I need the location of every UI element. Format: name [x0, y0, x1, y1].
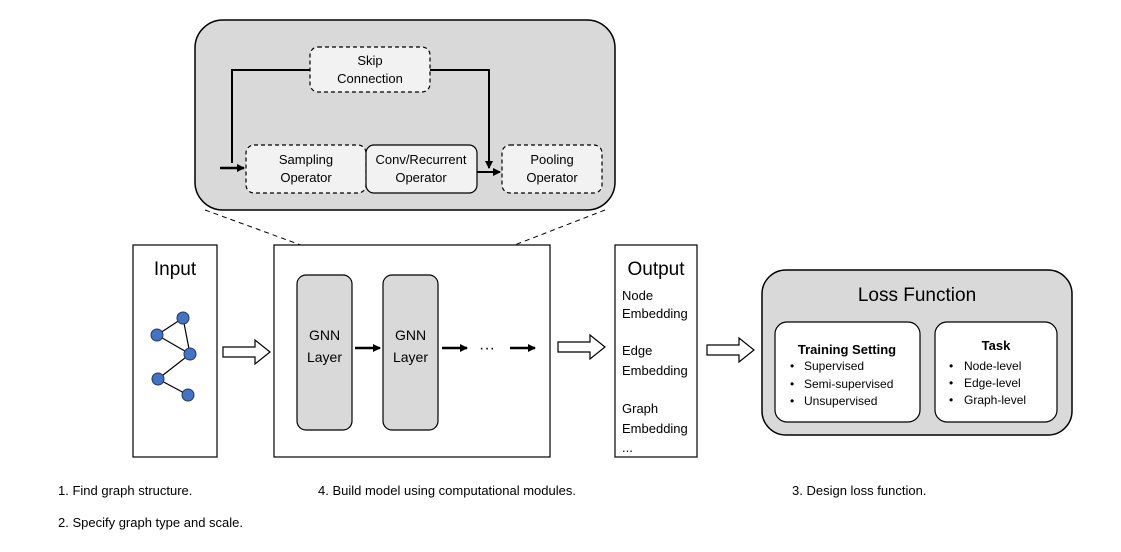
- training-setting-title: Training Setting: [798, 342, 896, 357]
- graph-node: [181, 388, 195, 402]
- hollow-arrow-model-output: [557, 333, 606, 361]
- caption-step-4: 4. Build model using computational modul…: [318, 483, 576, 498]
- loss-function-title: Loss Function: [858, 285, 976, 306]
- zoom-guide-right: [436, 209, 606, 276]
- gnn-layer-1-label: GNN: [309, 327, 340, 343]
- graph-node: [151, 372, 165, 386]
- input-graph: [150, 311, 197, 402]
- caption-step-2: 2. Specify graph type and scale.: [58, 515, 244, 530]
- gnn-layer-2: [382, 274, 439, 431]
- output-box: [614, 244, 698, 458]
- skip-connection-box: [309, 46, 431, 93]
- sampling-operator-box: [245, 144, 367, 194]
- training-item-semi: Semi-supervised: [804, 377, 893, 391]
- layer-ellipsis: ···: [479, 340, 495, 357]
- input-title: Input: [154, 259, 197, 280]
- task-item-edge: Edge-level: [964, 376, 1021, 390]
- sampling-operator-label-2: Operator: [280, 170, 332, 185]
- gnn-layer-2-label: GNN: [395, 327, 426, 343]
- graph-node: [176, 311, 190, 325]
- hollow-arrow-output-loss: [706, 336, 755, 364]
- gnn-layer-2-label-2: Layer: [393, 349, 428, 365]
- output-edge-2: Embedding: [622, 363, 688, 378]
- training-bullet: •: [790, 359, 794, 373]
- input-box: [132, 244, 218, 458]
- output-more: ...: [622, 440, 633, 455]
- caption-step-3: 3. Design loss function.: [792, 483, 927, 498]
- skip-connection-label: Skip: [357, 53, 382, 68]
- training-bullet: •: [790, 394, 794, 408]
- output-node-2: Embedding: [622, 306, 688, 321]
- skip-line-left: [231, 69, 310, 163]
- training-setting-box: [774, 321, 921, 423]
- conv-operator-box: [365, 144, 478, 194]
- task-bullet: •: [949, 359, 953, 373]
- sampling-operator-label: Sampling: [279, 152, 333, 167]
- output-node: Node: [622, 288, 653, 303]
- conv-operator-label-2: Operator: [395, 170, 447, 185]
- gnn-layer-1-label-2: Layer: [307, 349, 342, 365]
- output-title: Output: [627, 259, 685, 280]
- gnn-layer-1: [296, 274, 353, 431]
- output-graph-2: Embedding: [622, 421, 688, 436]
- hollow-arrow-input-model: [222, 338, 271, 366]
- caption-step-1: 1. Find graph structure.: [58, 483, 193, 498]
- conv-operator-label: Conv/Recurrent: [375, 152, 466, 167]
- task-box: [934, 321, 1058, 423]
- task-bullet: •: [949, 393, 953, 407]
- task-item-graph: Graph-level: [964, 393, 1026, 407]
- task-title: Task: [982, 338, 1011, 353]
- pooling-operator-box: [501, 144, 603, 194]
- training-item-unsupervised: Unsupervised: [804, 394, 877, 408]
- pooling-operator-label-2: Operator: [526, 170, 578, 185]
- training-item-supervised: Supervised: [804, 359, 864, 373]
- skip-connection-label-2: Connection: [337, 71, 403, 86]
- output-edge: Edge: [622, 343, 652, 358]
- graph-node: [183, 347, 197, 361]
- training-bullet: •: [790, 377, 794, 391]
- skip-line-right: [430, 69, 493, 169]
- task-bullet: •: [949, 376, 953, 390]
- task-item-node: Node-level: [964, 359, 1021, 373]
- graph-node: [150, 328, 164, 342]
- output-graph: Graph: [622, 401, 658, 416]
- pooling-operator-label: Pooling: [530, 152, 573, 167]
